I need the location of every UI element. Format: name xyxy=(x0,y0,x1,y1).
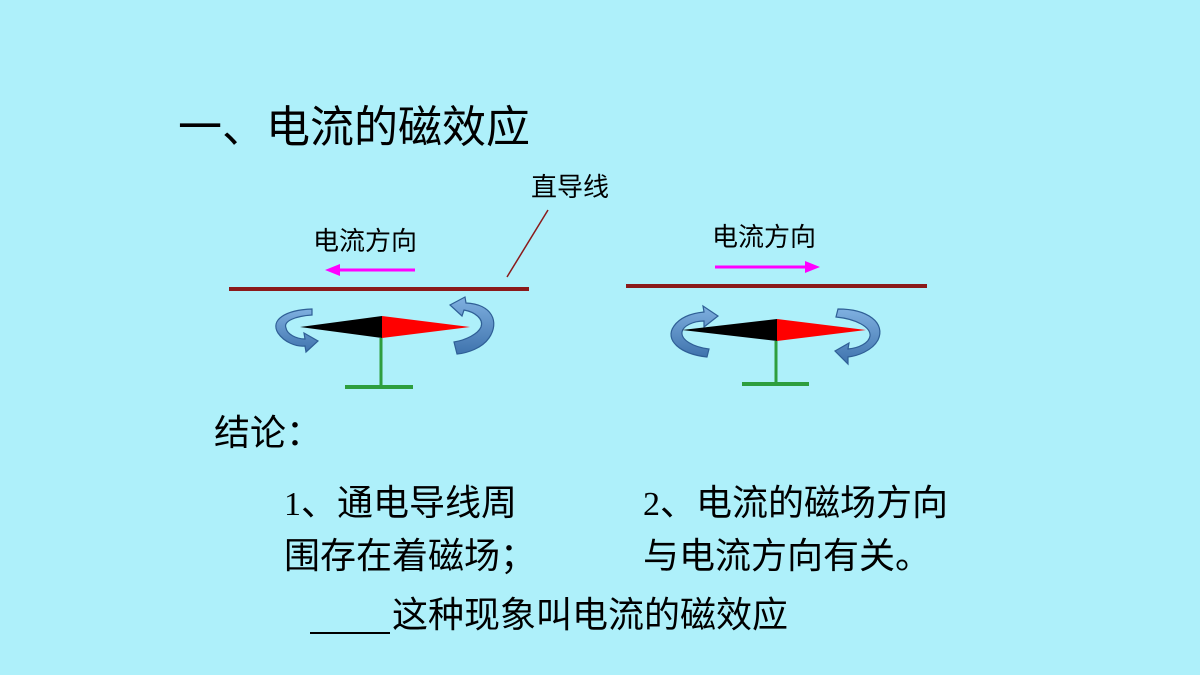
right-needle-south xyxy=(682,319,777,341)
point-1-number: 1 xyxy=(284,486,301,523)
left-needle-north xyxy=(382,316,470,338)
conclusion-point-1: 1、通电导线周 围存在着磁场； xyxy=(284,478,536,583)
left-needle-south xyxy=(300,316,382,338)
left-rotation-arrow-left xyxy=(275,308,320,354)
right-rotation-arrow-right xyxy=(834,308,881,366)
right-needle-north xyxy=(777,319,866,341)
summary-text: 这种现象叫电流的磁效应 xyxy=(392,595,789,636)
compass-diagram xyxy=(229,209,927,389)
point-2-line-2: 与电流方向有关。 xyxy=(643,536,932,577)
right-current-arrow xyxy=(715,261,820,273)
point-2-number: 2 xyxy=(643,486,660,523)
wire-label: 直导线 xyxy=(531,173,610,203)
wire-label-pointer xyxy=(506,209,549,278)
left-setup xyxy=(229,264,529,389)
conclusion-point-2: 2、电流的磁场方向 与电流方向有关。 xyxy=(643,478,948,583)
left-current-arrow xyxy=(325,264,415,276)
page-title: 一、电流的磁效应 xyxy=(178,102,530,153)
left-current-label: 电流方向 xyxy=(313,227,418,257)
right-rotation-arrow-left xyxy=(670,304,720,358)
right-setup xyxy=(626,261,927,386)
left-rotation-arrow-right xyxy=(448,296,495,355)
summary-statement: 这种现象叫电流的磁效应 xyxy=(310,590,788,642)
right-current-label: 电流方向 xyxy=(712,223,817,253)
summary-dash xyxy=(310,632,390,634)
point-2-line-1: 、电流的磁场方向 xyxy=(660,483,949,524)
point-1-line-2: 围存在着磁场； xyxy=(284,536,537,577)
point-1-line-1: 、通电导线周 xyxy=(301,483,518,524)
conclusion-heading: 结论： xyxy=(214,413,323,454)
